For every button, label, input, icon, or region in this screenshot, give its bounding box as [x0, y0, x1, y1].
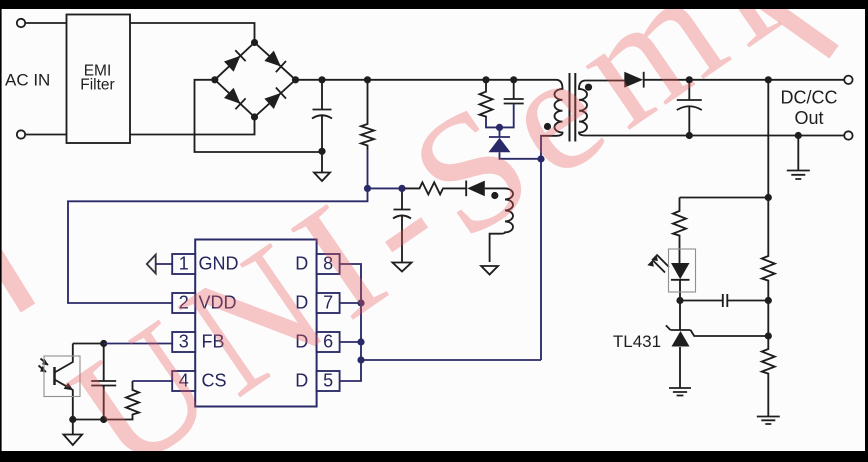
svg-text:7: 7	[323, 292, 333, 312]
svg-text:CS: CS	[202, 370, 227, 390]
svg-text:D: D	[295, 253, 308, 273]
svg-text:8: 8	[323, 253, 333, 273]
svg-text:4: 4	[179, 370, 189, 390]
svg-text:3: 3	[179, 331, 189, 351]
svg-text:Filter: Filter	[80, 77, 114, 94]
svg-text:2: 2	[179, 292, 189, 312]
svg-text:FB: FB	[202, 331, 225, 351]
svg-text:D: D	[295, 292, 308, 312]
svg-text:DC/CC: DC/CC	[781, 88, 838, 108]
svg-text:VDD: VDD	[199, 292, 237, 312]
svg-text:5: 5	[323, 370, 333, 390]
svg-text:D: D	[295, 331, 308, 351]
svg-text:GND: GND	[199, 253, 239, 273]
svg-text:TL431: TL431	[613, 332, 661, 351]
svg-text:AC IN: AC IN	[5, 70, 50, 89]
svg-text:EMI: EMI	[84, 62, 112, 79]
svg-text:D: D	[295, 370, 308, 390]
svg-text:6: 6	[323, 331, 333, 351]
svg-text:1: 1	[179, 253, 189, 273]
svg-text:Out: Out	[794, 108, 823, 128]
